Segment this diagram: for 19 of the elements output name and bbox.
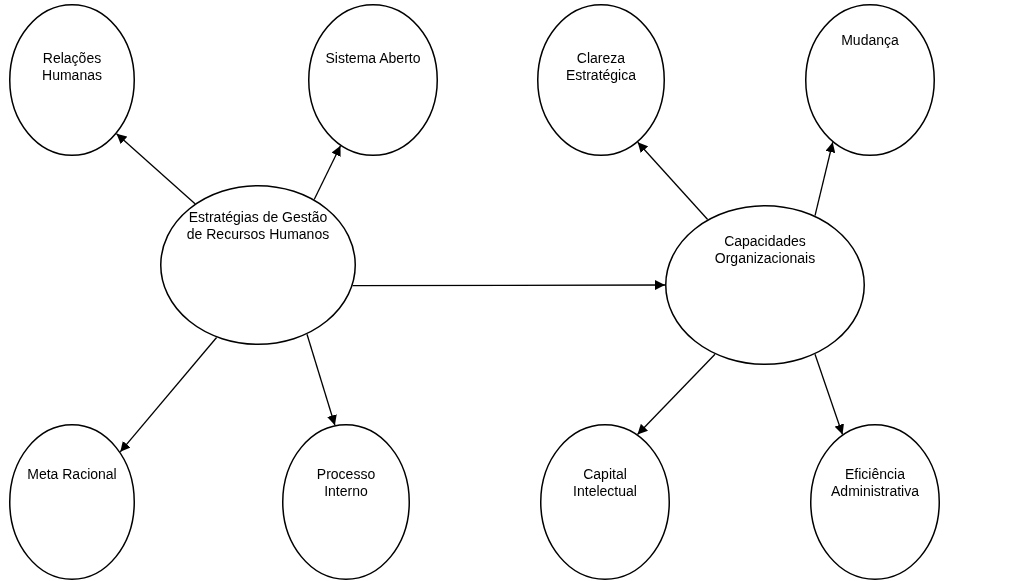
- node-label: Eficiência Administrativa: [830, 466, 920, 500]
- arrow: [119, 336, 218, 453]
- arrow: [636, 353, 716, 436]
- arrow: [814, 141, 836, 217]
- node-label: Mudança: [840, 32, 900, 49]
- node-label: Relações Humanas: [41, 50, 103, 84]
- node-label: Processo Interno: [315, 466, 377, 500]
- arrow: [352, 280, 666, 290]
- node-label: Estratégias de Gestão de Recursos Humanos: [185, 209, 331, 243]
- arrow: [306, 333, 337, 426]
- arrow: [313, 145, 342, 201]
- node-label: Capacidades Organizacionais: [713, 233, 817, 267]
- arrow: [115, 133, 196, 205]
- arrow: [814, 353, 844, 436]
- arrow: [637, 141, 709, 221]
- node-label: Clareza Estratégica: [564, 50, 637, 84]
- node-label: Meta Racional: [26, 466, 118, 483]
- node-label: Sistema Aberto: [324, 50, 422, 67]
- node-label: Capital Intelectual: [572, 466, 638, 500]
